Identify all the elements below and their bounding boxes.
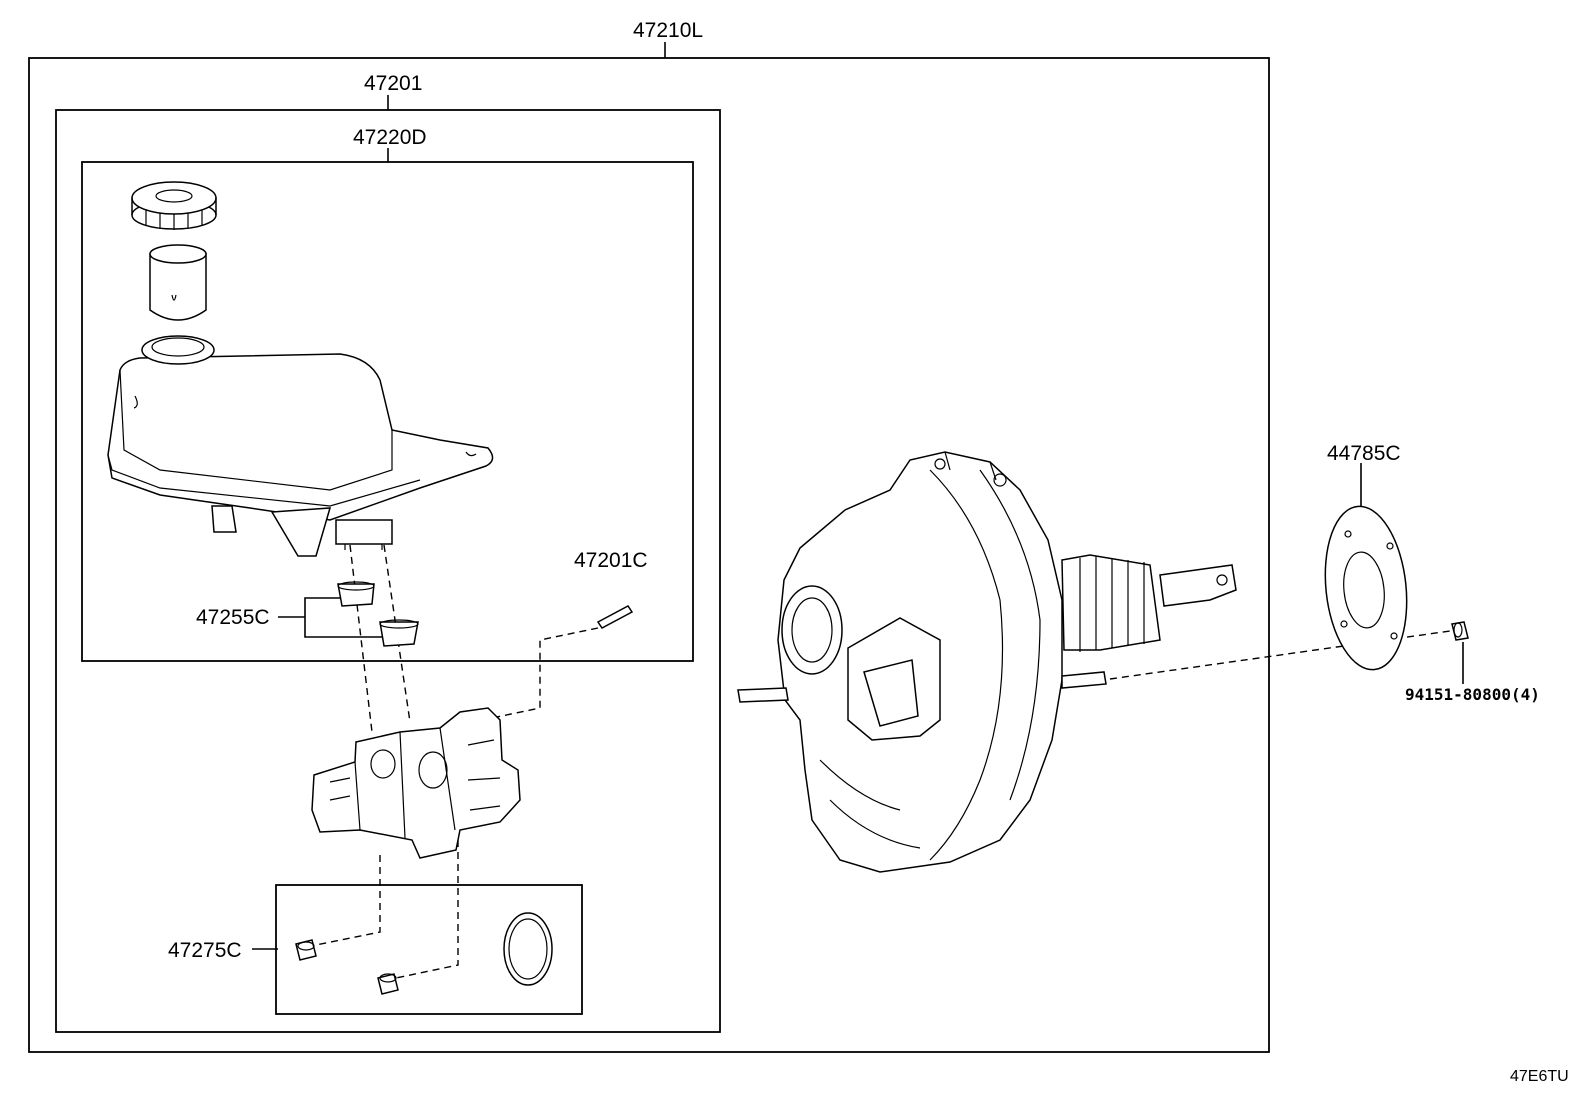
- figure-code: 47E6TU: [1510, 1068, 1569, 1085]
- label-master-cylinder: 47201: [364, 72, 422, 95]
- label-assembly: 47210L: [633, 19, 703, 42]
- label-pin: 47201C: [574, 549, 648, 572]
- pin: [596, 605, 634, 629]
- plug-bolt-2: [377, 973, 399, 995]
- dash-pin: [409, 627, 599, 736]
- reservoir-strainer: [149, 244, 207, 321]
- label-plug-kit: 47275C: [168, 939, 242, 962]
- assembly-box: [28, 57, 1270, 1053]
- master-cylinder-body: [311, 707, 521, 859]
- dash-plug-1: [315, 855, 381, 946]
- dash-plug-2: [395, 840, 459, 979]
- dash-grommet-1: [349, 544, 373, 733]
- grommet-upper: [337, 581, 375, 607]
- dash-booster-nut: [1109, 630, 1451, 680]
- label-gasket: 44785C: [1327, 442, 1401, 465]
- reservoir-cap: [131, 181, 217, 230]
- nut: [1451, 621, 1469, 641]
- grommet-lower: [379, 619, 419, 647]
- label-grommet: 47255C: [196, 606, 270, 629]
- reservoir-tank: [107, 335, 494, 557]
- label-reservoir: 47220D: [353, 126, 427, 149]
- brake-booster: [737, 451, 1237, 873]
- leader-grommet: [278, 597, 384, 638]
- o-ring: [503, 912, 553, 986]
- gasket: [1324, 505, 1408, 671]
- label-nut: 94151-80800(4): [1405, 685, 1540, 704]
- plug-bolt-1: [295, 939, 317, 961]
